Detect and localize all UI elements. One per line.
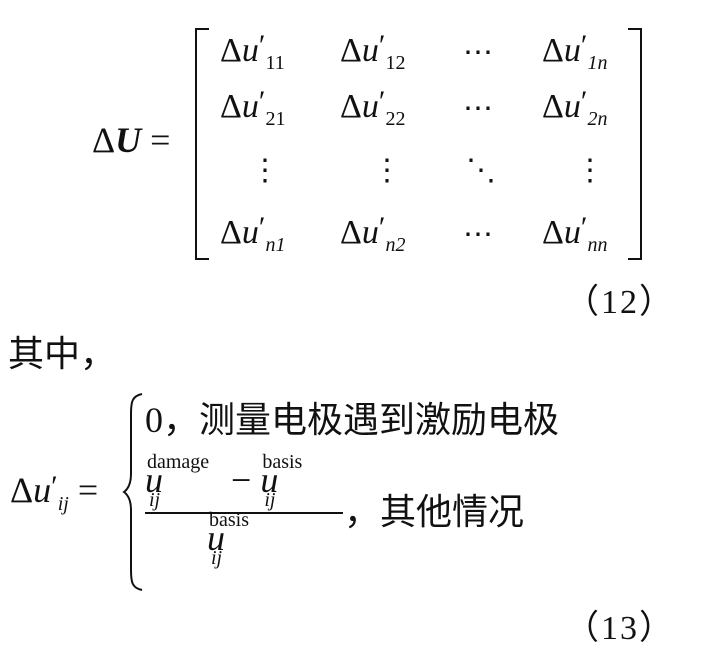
cell-sub: n1 — [265, 234, 286, 256]
cell-delta: Δ — [542, 88, 564, 125]
sub-ij: ij — [211, 547, 223, 569]
matrix-vdots-col2: ⋮ — [372, 154, 402, 187]
u-var: u — [207, 518, 225, 558]
sub-ij: ij — [149, 489, 161, 511]
matrix-cell-nn: Δu′nn — [542, 211, 608, 256]
fraction-bar — [145, 512, 343, 514]
cell-prime: ′ — [258, 211, 266, 244]
sup-basis: basis — [262, 451, 303, 473]
cell-delta: Δ — [220, 214, 242, 251]
cell-delta: Δ — [340, 214, 362, 251]
cell-prime: ′ — [378, 85, 386, 118]
equals-sign: = — [77, 470, 99, 510]
equation-number-12: （12） — [565, 284, 675, 321]
eq12-lhs: ΔU = — [92, 122, 170, 158]
u-var: u — [145, 460, 163, 500]
cell-prime: ′ — [258, 29, 266, 62]
delta-symbol: Δ — [92, 120, 116, 160]
equals-sign: = — [150, 120, 171, 160]
minus-sign: − — [231, 460, 252, 500]
matrix-vdots-col1: ⋮ — [250, 154, 280, 187]
matrix-cell-n1: Δu′n1 — [220, 211, 286, 256]
cell-sub: 1n — [587, 52, 608, 74]
matrix-hdots-row1: ⋯ — [463, 36, 493, 69]
cell-sub: 2n — [587, 108, 608, 130]
matrix-cell-11: Δu′11 — [220, 29, 285, 74]
matrix-u-symbol: U — [115, 120, 142, 160]
cell-delta: Δ — [340, 32, 362, 69]
cell-delta: Δ — [340, 88, 362, 125]
sub-ij: ij — [264, 489, 276, 511]
cell-sub: 12 — [385, 52, 406, 74]
delta-symbol: Δ — [10, 470, 34, 510]
equation-number-13: （13） — [565, 610, 675, 647]
matrix-vdots-coln: ⋮ — [575, 154, 605, 187]
u-var: u — [260, 460, 279, 500]
matrix-hdots-row2: ⋯ — [463, 92, 493, 125]
where-label: 其中， — [8, 334, 117, 374]
matrix-cell-1n: Δu′1n — [542, 29, 608, 74]
matrix-cell-12: Δu′12 — [340, 29, 406, 74]
cell-prime: ′ — [258, 85, 266, 118]
cell-var: u — [563, 32, 581, 69]
cell-prime: ′ — [378, 29, 386, 62]
sup-damage: damage — [147, 451, 210, 473]
matrix-cell-21: Δu′21 — [220, 85, 286, 130]
cell-prime: ′ — [580, 29, 588, 62]
lhs-var: u — [33, 470, 52, 510]
case-1-text: 0，测量电极遇到激励电极 — [145, 400, 560, 440]
cell-var: u — [563, 88, 581, 125]
cell-var: u — [361, 88, 379, 125]
cell-prime: ′ — [580, 211, 588, 244]
matrix-ddots: ⋱ — [466, 154, 496, 187]
sup-basis: basis — [209, 509, 249, 531]
eq13-lhs: Δu′ij = — [10, 470, 99, 515]
cell-delta: Δ — [220, 32, 242, 69]
cases-left-brace — [122, 393, 143, 591]
lhs-sub: ij — [57, 493, 69, 515]
matrix-cell-n2: Δu′n2 — [340, 211, 406, 256]
cell-delta: Δ — [542, 214, 564, 251]
cell-var: u — [241, 214, 259, 251]
cell-var: u — [241, 88, 259, 125]
cell-prime: ′ — [580, 85, 588, 118]
cell-var: u — [361, 214, 379, 251]
cell-sub: 22 — [385, 108, 406, 130]
cell-sub: nn — [587, 234, 608, 256]
matrix-cell-22: Δu′22 — [340, 85, 406, 130]
cell-var: u — [241, 32, 259, 69]
matrix-cell-2n: Δu′2n — [542, 85, 608, 130]
matrix-hdots-row4: ⋯ — [463, 218, 493, 251]
cell-delta: Δ — [542, 32, 564, 69]
cell-sub: n2 — [385, 234, 406, 256]
cell-sub: 21 — [265, 108, 286, 130]
matrix-right-bracket — [628, 28, 642, 260]
cell-var: u — [563, 214, 581, 251]
matrix-left-bracket — [195, 28, 209, 260]
cell-sub: 11 — [265, 52, 285, 74]
case-2-text: ，其他情况 — [344, 492, 525, 532]
cell-var: u — [361, 32, 379, 69]
lhs-prime: ′ — [51, 470, 58, 503]
cell-prime: ′ — [378, 211, 386, 244]
cell-delta: Δ — [220, 88, 242, 125]
